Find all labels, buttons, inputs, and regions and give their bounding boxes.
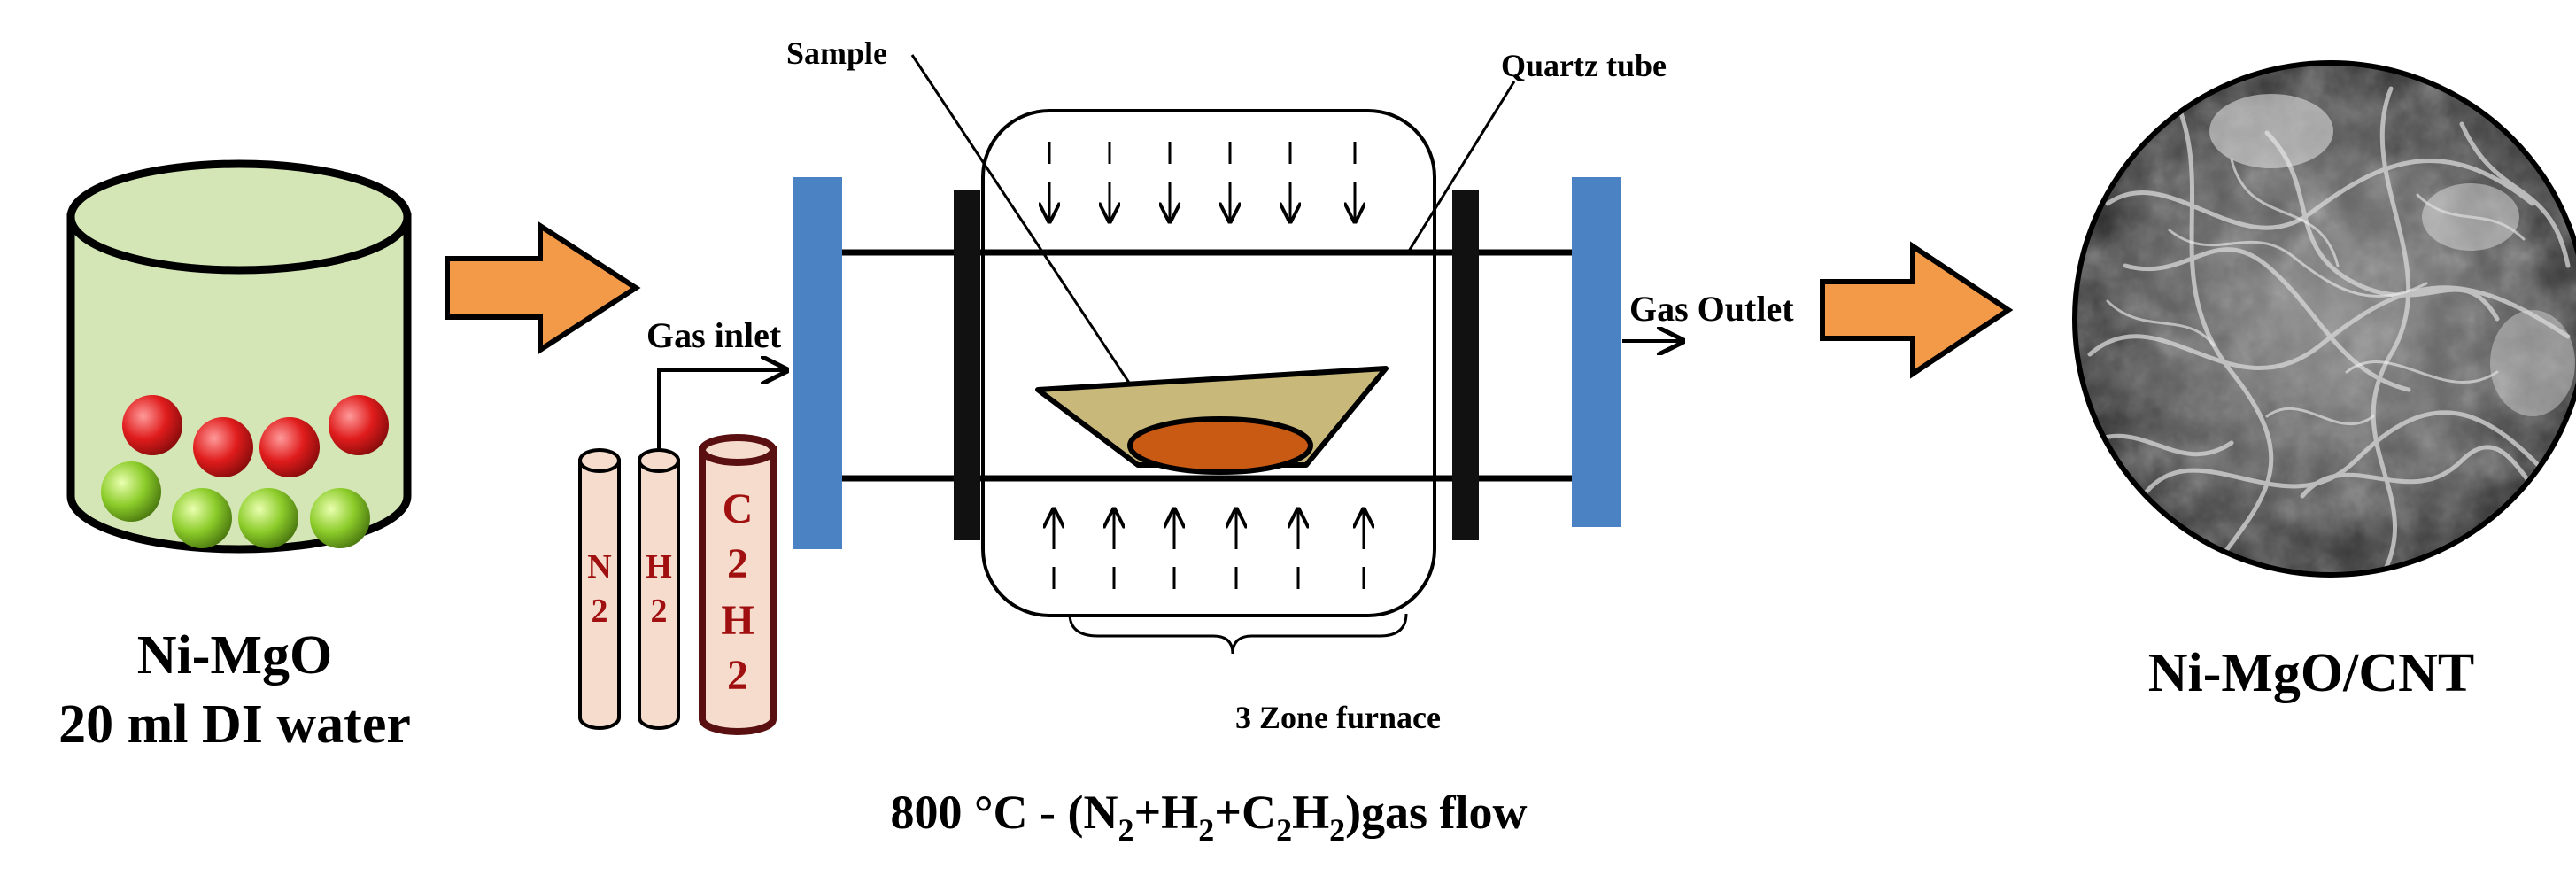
- precursor-label-2: 20 ml DI water: [58, 694, 411, 755]
- mgo-particle: [310, 488, 370, 548]
- c2h2-cylinder: C 2 H 2: [699, 434, 777, 735]
- flow-arrow-2: [1820, 241, 2014, 379]
- c2h2-label-4: 2: [727, 652, 748, 699]
- n2-label-1: N: [587, 548, 611, 585]
- product-label: Ni-MgO/CNT: [2148, 643, 2475, 703]
- c2h2-label-2: 2: [727, 540, 748, 587]
- flow-arrow-1: [445, 221, 641, 355]
- h2-label-1: H: [646, 548, 672, 585]
- cnt-sem-image: [2072, 60, 2576, 578]
- condition-temp: 800 °C - (N: [890, 786, 1118, 839]
- gas-inlet-label: Gas inlet: [646, 315, 782, 355]
- condition-caption: 800 °C - (N2+H2+C2H2)gas flow: [890, 786, 1527, 848]
- quartz-tube-label: Quartz tube: [1501, 48, 1667, 83]
- sample-material: [1127, 416, 1313, 475]
- gas-inlet-line: [657, 370, 786, 450]
- condition-sub-4: 2: [1329, 812, 1345, 848]
- gas-outlet-label: Gas Outlet: [1629, 289, 1794, 329]
- beaker-rim: [66, 159, 412, 275]
- heat-arrows-top: [1049, 142, 1355, 221]
- condition-part-4: )gas flow: [1345, 786, 1527, 839]
- heat-arrows-bottom: [1054, 509, 1364, 589]
- mgo-particle: [172, 488, 232, 548]
- ni-particle: [329, 395, 389, 455]
- inlet-flange: [793, 177, 842, 549]
- ni-particle: [259, 417, 320, 477]
- furnace-zone-brace: [1068, 613, 1408, 655]
- condition-part-1: +H: [1134, 786, 1199, 839]
- c2h2-label-3: H: [721, 597, 754, 644]
- h2-cylinder: H 2: [638, 448, 680, 730]
- h2-label-2: 2: [651, 593, 668, 630]
- mgo-particle: [101, 461, 161, 522]
- beaker-body: [66, 213, 412, 554]
- outlet-flange: [1572, 177, 1621, 527]
- mgo-particle: [238, 488, 298, 548]
- gas-cylinders: N 2 H 2 C 2 H 2: [578, 434, 777, 735]
- particles: [101, 395, 389, 548]
- furnace-left-plate: [954, 190, 980, 540]
- condition-part-3: H: [1292, 786, 1329, 839]
- condition-sub-2: 2: [1198, 812, 1214, 848]
- n2-label-2: 2: [592, 593, 608, 630]
- furnace: Sample Quartz tube 3 Zone furnace: [786, 35, 1667, 735]
- ni-particle: [122, 395, 182, 455]
- beaker: [66, 159, 412, 554]
- precursor-label-1: Ni-MgO: [137, 625, 332, 686]
- furnace-right-plate: [1452, 190, 1479, 540]
- sample-pointer: [910, 54, 1131, 384]
- condition-sub-3: 2: [1276, 812, 1292, 848]
- furnace-label: 3 Zone furnace: [1235, 700, 1441, 735]
- ni-particle: [193, 417, 253, 477]
- quartz-tube-pointer: [1406, 81, 1516, 253]
- furnace-housing: [981, 109, 1436, 617]
- condition-sub-1: 2: [1118, 812, 1134, 848]
- c2h2-label-1: C: [723, 485, 754, 532]
- sample-label: Sample: [786, 35, 887, 71]
- n2-cylinder: N 2: [578, 448, 621, 730]
- condition-part-2: +C: [1214, 786, 1276, 839]
- sem-image-border: [2072, 60, 2576, 578]
